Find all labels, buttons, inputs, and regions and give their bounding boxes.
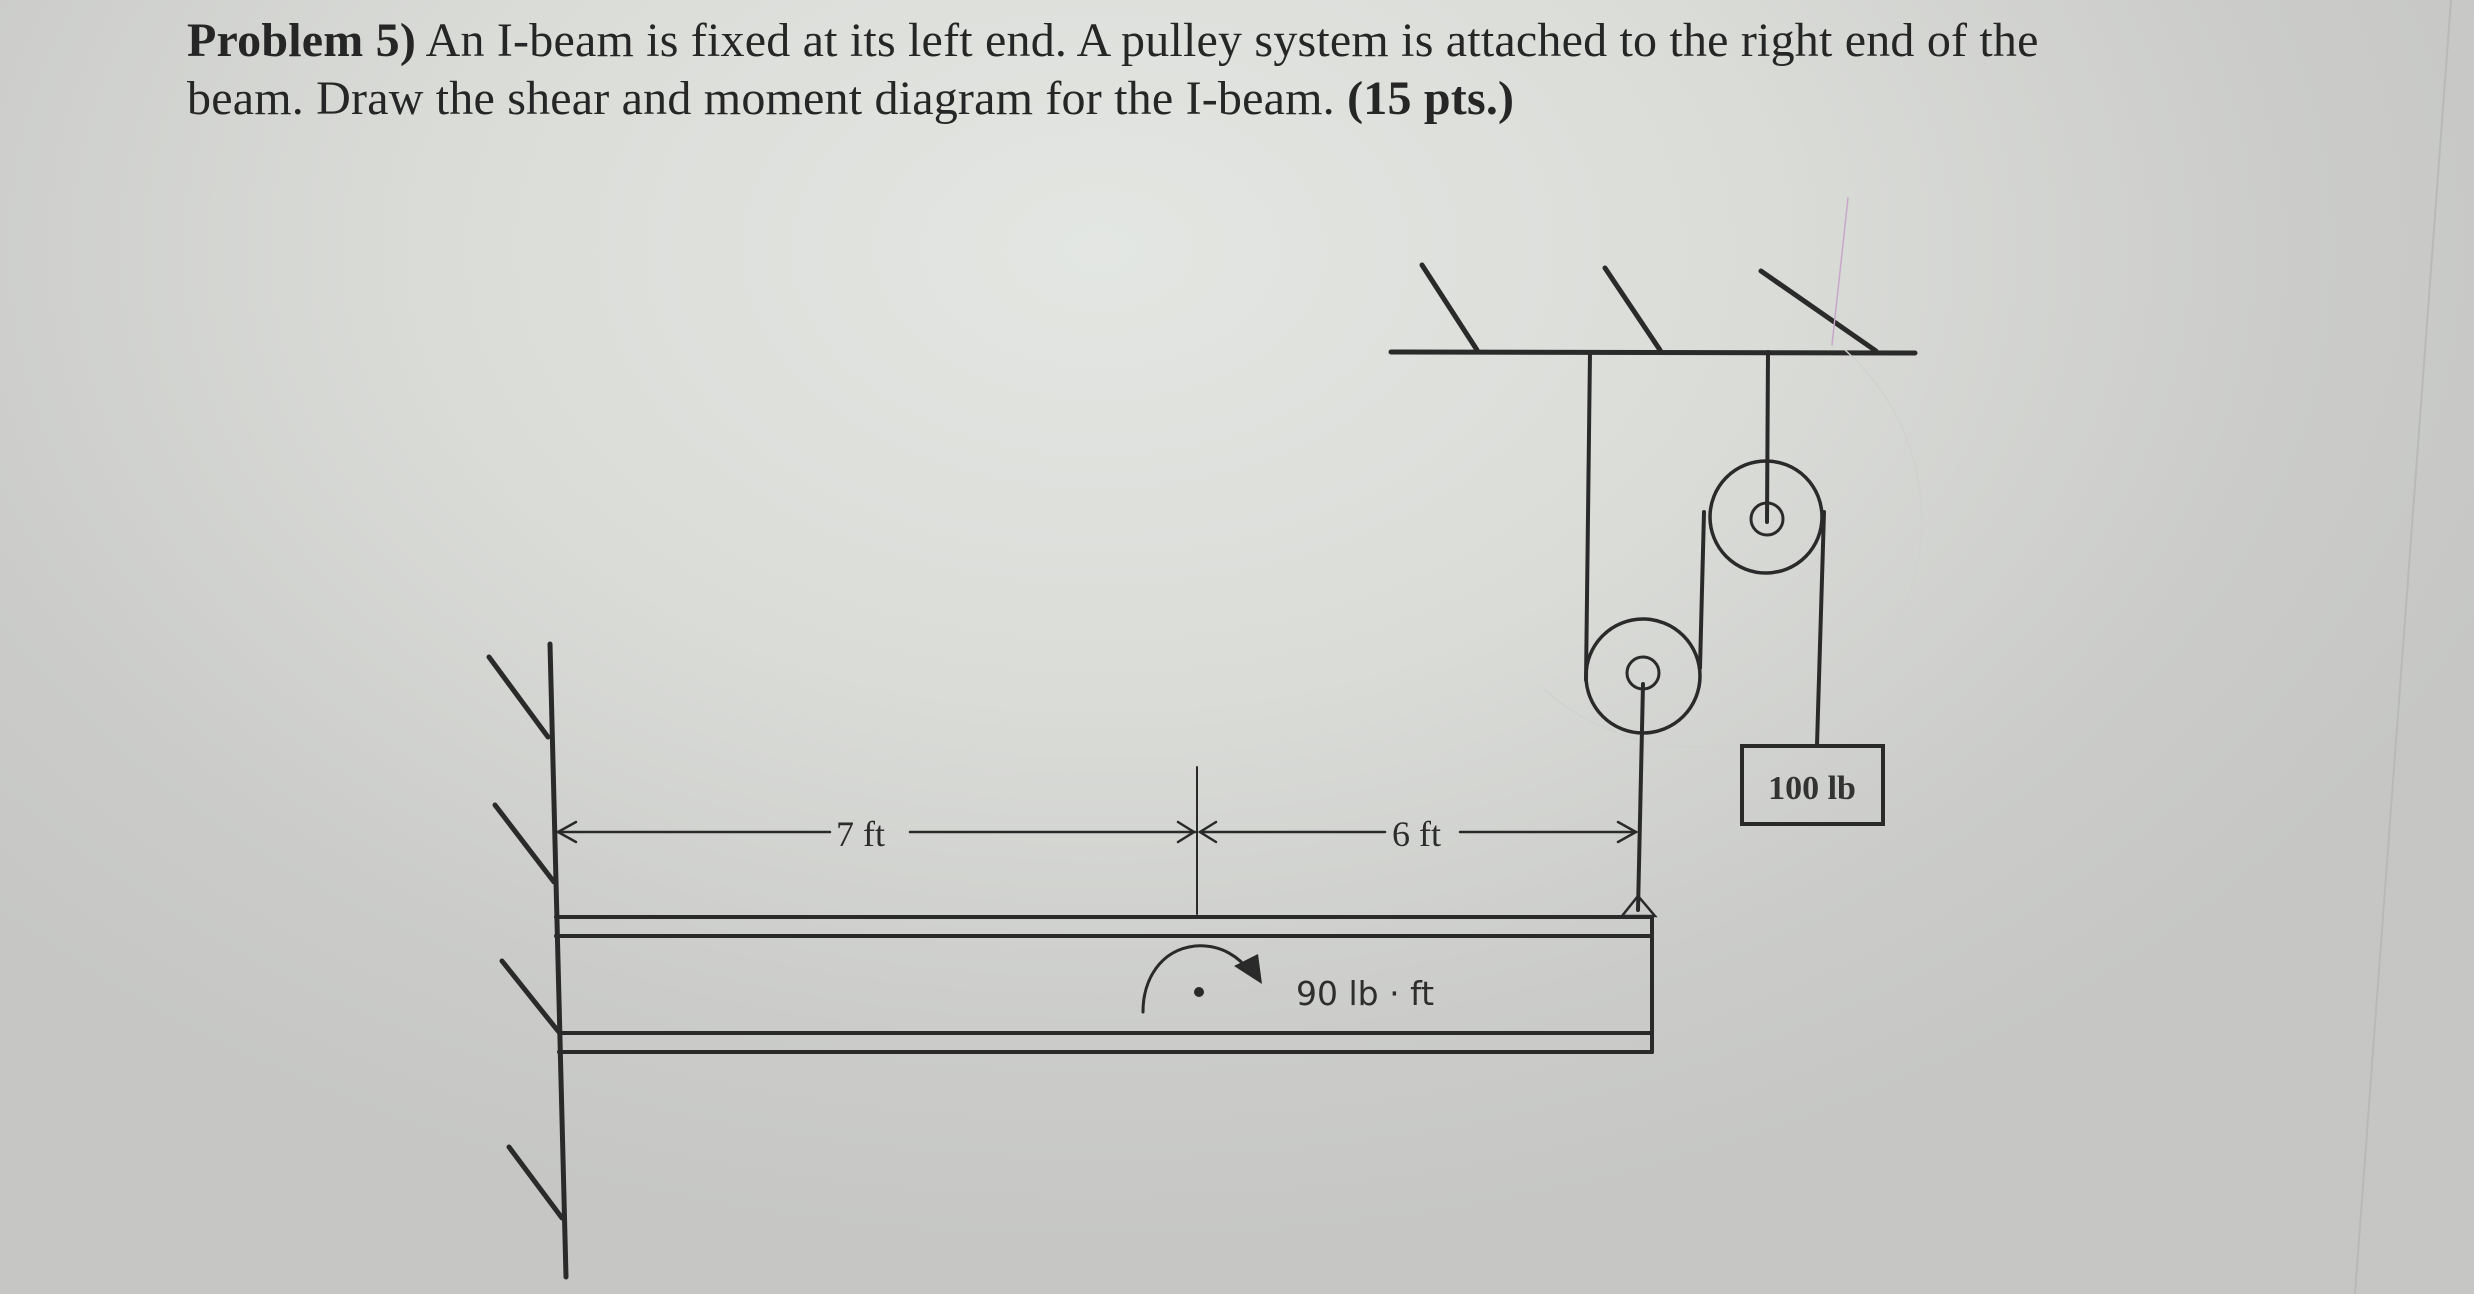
moment-label: 90 lb · ft xyxy=(1296,974,1434,1013)
ceiling-support xyxy=(1388,262,1918,356)
problem-line-2: beam. Draw the shear and moment diagram … xyxy=(187,70,2167,128)
problem-line-1: Problem 5) An I-beam is fixed at its lef… xyxy=(187,12,2167,70)
weight-block xyxy=(1740,744,1885,826)
dimension-left-label: 7 ft xyxy=(836,814,885,854)
upper-pulley-icon xyxy=(1708,459,1824,575)
dimension-lines xyxy=(554,766,1639,915)
weight-label: 100 lb xyxy=(1768,770,1856,807)
construction-arc xyxy=(1544,349,1923,748)
moment-arrow-icon xyxy=(1141,944,1262,1014)
screen-edge xyxy=(2354,0,2452,1294)
i-beam xyxy=(554,915,1654,1054)
artifact-line xyxy=(1831,197,1849,346)
lower-pulley-icon xyxy=(1584,617,1702,735)
problem-number: Problem 5) xyxy=(187,14,417,67)
rope xyxy=(1584,350,1826,912)
problem-text-line2: beam. Draw the shear and moment diagram … xyxy=(187,72,1348,125)
problem-statement: Problem 5) An I-beam is fixed at its lef… xyxy=(187,12,2167,128)
problem-text-line1: An I-beam is fixed at its left end. A pu… xyxy=(416,14,2039,67)
attachment-pin-icon xyxy=(1619,894,1658,918)
dimension-right-label: 6 ft xyxy=(1392,814,1441,854)
points-label: (15 pts.) xyxy=(1347,72,1515,125)
fixed-wall xyxy=(486,641,569,1280)
